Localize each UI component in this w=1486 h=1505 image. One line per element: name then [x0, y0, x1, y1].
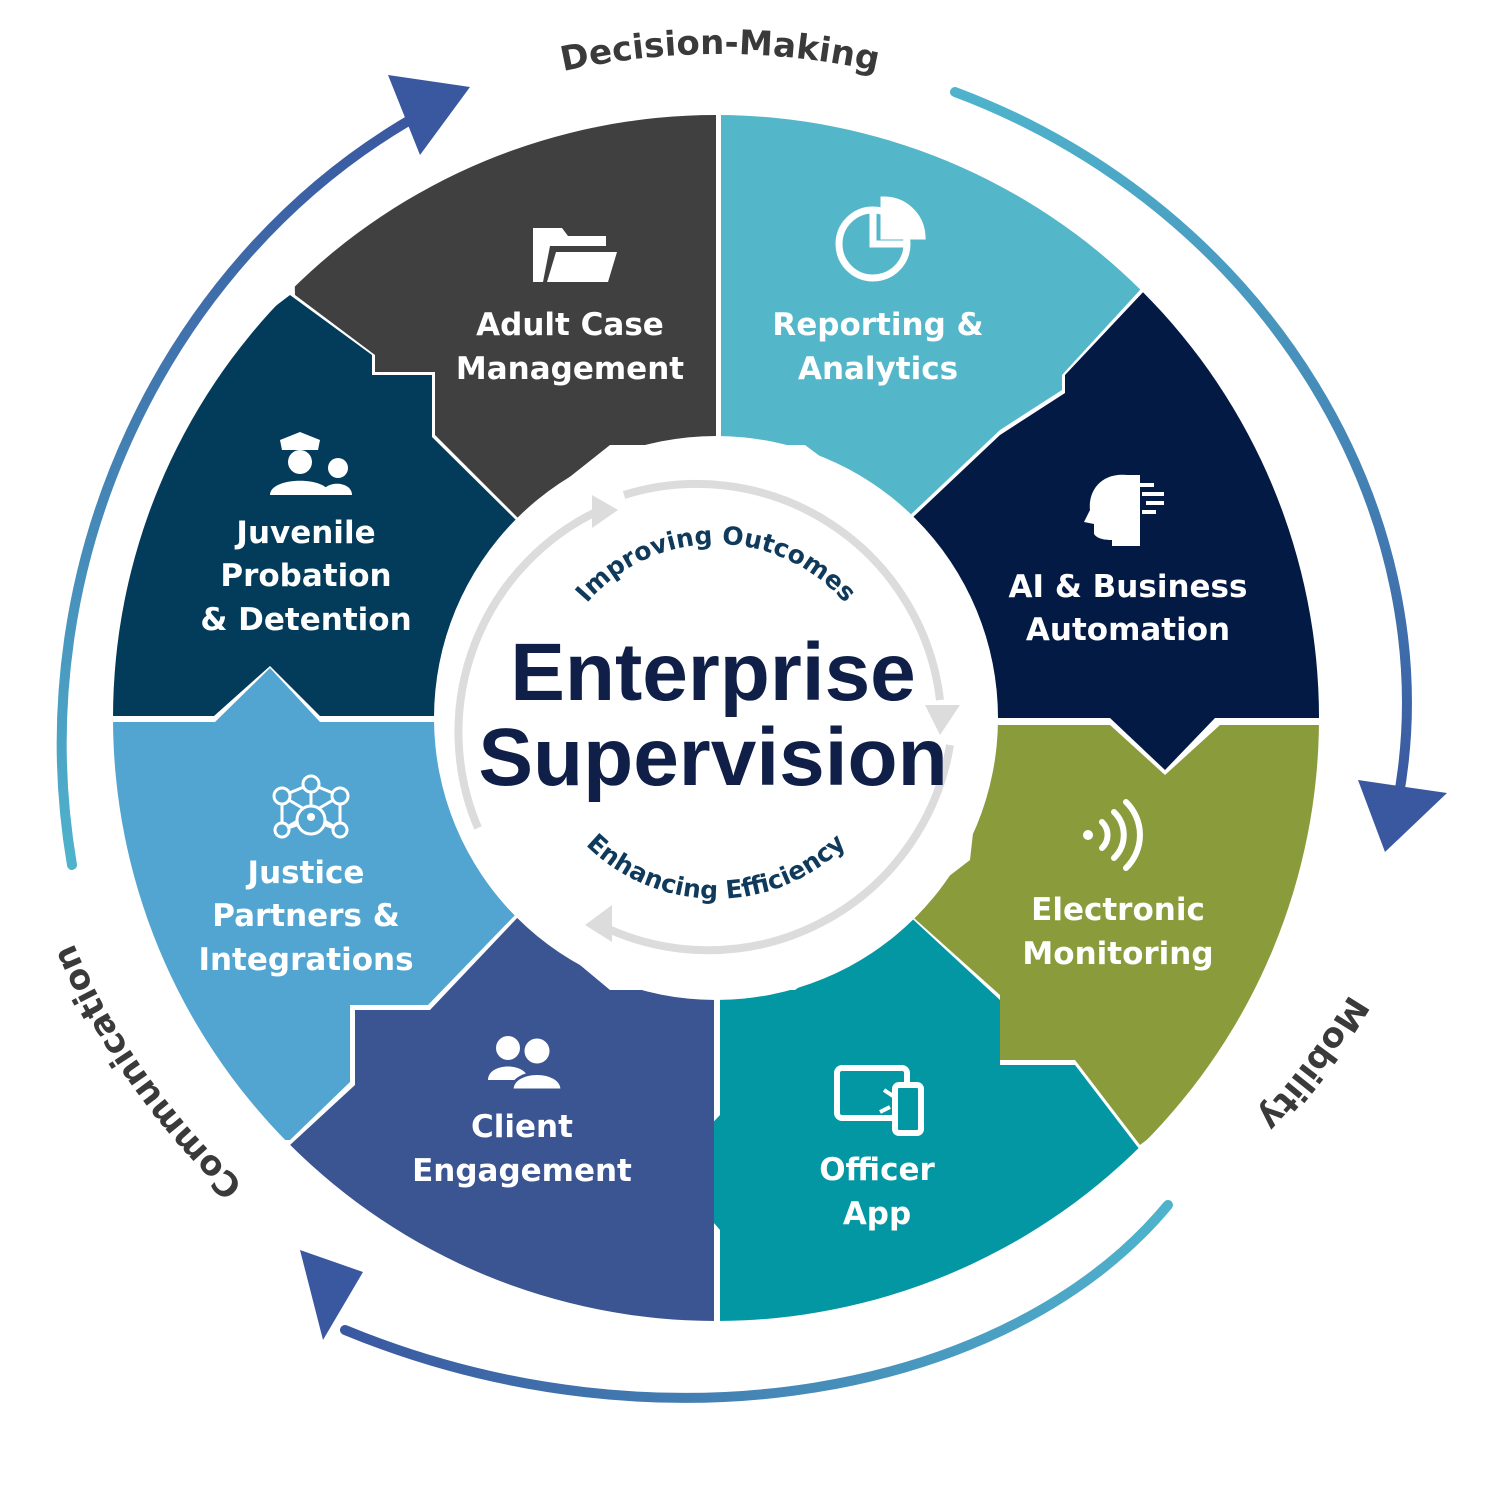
inner-arrow-top: [454, 506, 602, 830]
signal-icon: [1083, 799, 1143, 871]
segment-justice-partners: [113, 668, 518, 1140]
segment-electronic-monitoring: [905, 725, 1319, 1145]
center-title-line1: Enterprise: [510, 627, 916, 718]
arrow-head-top: [388, 75, 470, 155]
center-hub: Enterprise Supervision Improving Outcome…: [434, 436, 998, 1000]
justice-label-line1: Justice: [246, 855, 365, 891]
inner-arrow-bottom: [598, 744, 954, 955]
adult-label-line1: Adult Case: [476, 307, 664, 343]
label-decision-making: Decision-Making: [557, 23, 883, 80]
em-label-line2: Monitoring: [1022, 936, 1213, 972]
pie-chart-icon: [835, 196, 926, 282]
justice-label-line2: Partners &: [212, 898, 400, 934]
segment-labels: Adult Case Management Reporting & Analyt…: [198, 307, 1247, 1232]
inner-arrow-head-bottom: [585, 905, 612, 942]
outer-arrows: [56, 75, 1447, 1403]
justice-label-line3: Integrations: [198, 942, 413, 978]
label-mobility: Mobility: [1250, 989, 1376, 1138]
adult-label-line2: Management: [456, 351, 684, 387]
juvenile-label-line1: Juvenile: [234, 515, 375, 551]
officer-label-line2: App: [843, 1196, 911, 1232]
users-icon: [488, 1035, 564, 1092]
arrow-arc-bottom: [340, 1200, 1173, 1403]
ai-head-icon: [1084, 474, 1164, 546]
folder-icon: [533, 228, 617, 282]
tablet-phone-icon: [834, 1065, 924, 1136]
arrow-head-bottom: [300, 1250, 363, 1340]
ai-label-line2: Automation: [1026, 612, 1230, 648]
segment-reporting-analytics: [721, 115, 1145, 520]
em-label-line1: Electronic: [1031, 892, 1205, 928]
juvenile-label-line3: & Detention: [200, 602, 411, 638]
officer-icon: [270, 432, 352, 495]
officer-label-line1: Officer: [819, 1152, 935, 1188]
arrow-head-right: [1358, 780, 1447, 852]
inner-arrow-head-top: [592, 495, 618, 528]
network-icon: [272, 774, 350, 839]
reporting-label-line1: Reporting &: [772, 307, 983, 343]
center-title-line2: Supervision: [478, 712, 947, 803]
segment-juvenile-probation: [113, 295, 518, 716]
inner-arrow-right: [622, 479, 944, 701]
inner-arrow-head-right: [925, 705, 960, 735]
arrow-arc-right: [950, 87, 1412, 805]
client-label-line1: Client: [471, 1109, 573, 1145]
arrow-arc-left: [56, 115, 415, 870]
juvenile-label-line2: Probation: [220, 558, 391, 594]
reporting-label-line2: Analytics: [798, 351, 958, 387]
ai-label-line1: AI & Business: [1009, 569, 1248, 605]
client-label-line2: Engagement: [412, 1153, 632, 1189]
